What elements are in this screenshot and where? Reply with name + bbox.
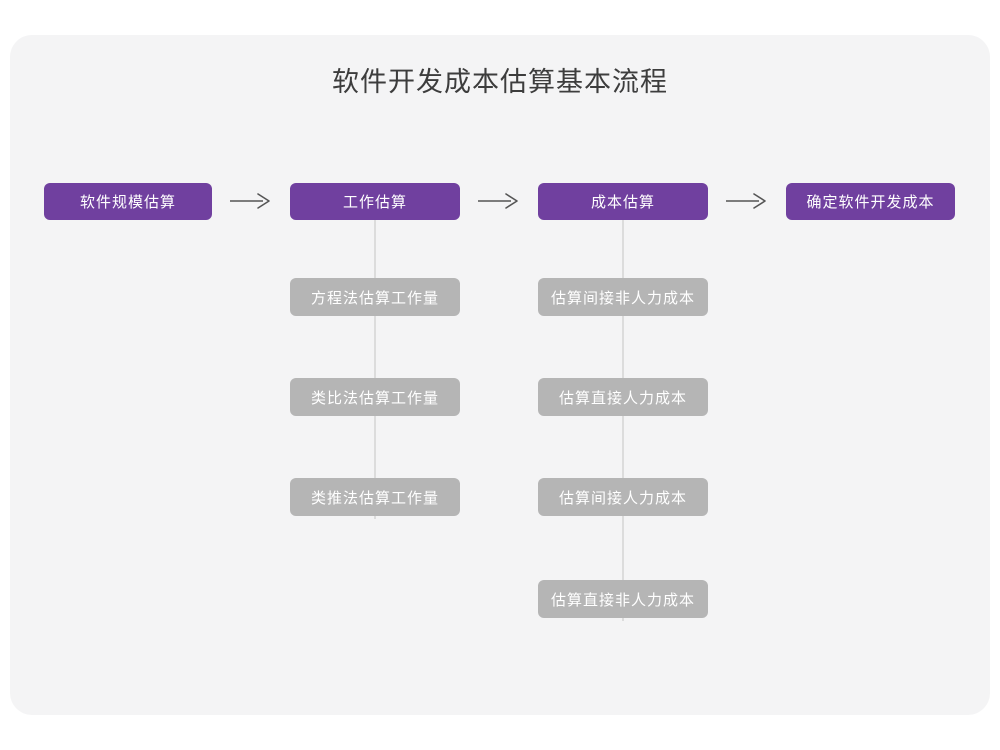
branch-node-label: 方程法估算工作量 <box>310 289 439 307</box>
page-title: 软件开发成本估算基本流程 <box>332 67 668 97</box>
arrow-right-icon <box>477 190 521 212</box>
branch-node-label: 类比法估算工作量 <box>310 389 439 407</box>
branch-node-analogy-method[interactable]: 类比法估算工作量 <box>290 378 460 416</box>
branch-node-indirect-nonlabor-cost[interactable]: 估算间接非人力成本 <box>538 278 708 316</box>
branch-node-label: 估算直接非人力成本 <box>550 591 695 609</box>
flow-node-label: 成本估算 <box>590 194 655 211</box>
branch-node-label: 估算直接人力成本 <box>558 389 687 407</box>
branch-node-label: 估算间接人力成本 <box>558 489 687 507</box>
branch-node-direct-nonlabor-cost[interactable]: 估算直接非人力成本 <box>538 580 708 618</box>
flow-node-label: 工作估算 <box>342 194 407 211</box>
connector-line-cost <box>622 219 624 621</box>
diagram-canvas <box>10 35 990 715</box>
branch-node-indirect-labor-cost[interactable]: 估算间接人力成本 <box>538 478 708 516</box>
branch-node-label: 类推法估算工作量 <box>310 489 439 507</box>
flow-node-determine-development-cost[interactable]: 确定软件开发成本 <box>786 183 955 220</box>
flow-node-label: 软件规模估算 <box>79 194 176 211</box>
flow-node-work-estimation[interactable]: 工作估算 <box>290 183 460 220</box>
arrow-right-icon <box>229 190 273 212</box>
branch-node-inference-method[interactable]: 类推法估算工作量 <box>290 478 460 516</box>
flow-node-software-scale-estimation[interactable]: 软件规模估算 <box>44 183 212 220</box>
branch-node-label: 估算间接非人力成本 <box>550 289 695 307</box>
connector-line-work <box>374 219 376 519</box>
arrow-right-icon <box>725 190 769 212</box>
flow-node-label: 确定软件开发成本 <box>806 194 935 211</box>
flow-node-cost-estimation[interactable]: 成本估算 <box>538 183 708 220</box>
branch-node-direct-labor-cost[interactable]: 估算直接人力成本 <box>538 378 708 416</box>
branch-node-equation-method[interactable]: 方程法估算工作量 <box>290 278 460 316</box>
